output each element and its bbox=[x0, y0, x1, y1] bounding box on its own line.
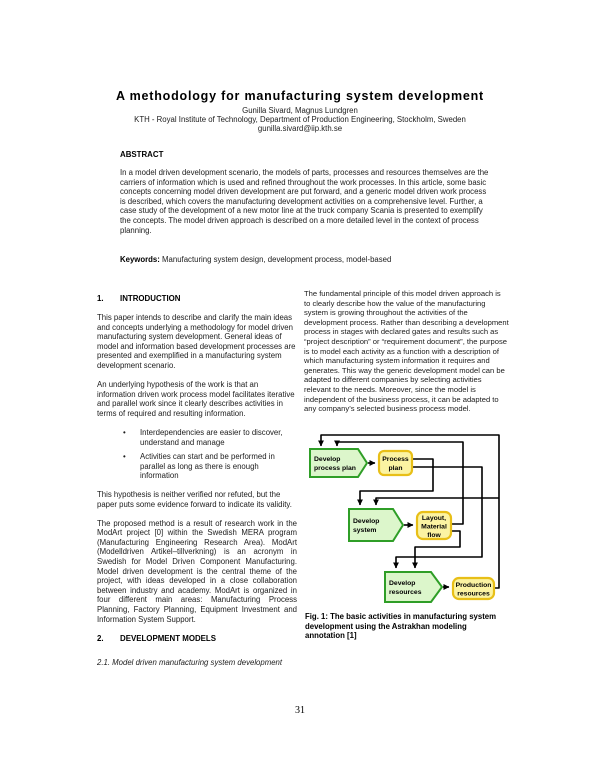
right-column: The fundamental principle of this model … bbox=[304, 289, 509, 423]
activity-label-line: Develop bbox=[353, 518, 379, 525]
subsection-heading: 2.1. Model driven manufacturing system d… bbox=[97, 657, 283, 667]
document-label-line: Process bbox=[382, 456, 409, 463]
section-heading-introduction: 1. INTRODUCTION bbox=[97, 294, 297, 303]
document-label-line: plan bbox=[389, 465, 403, 472]
abstract-block: ABSTRACT In a model driven development s… bbox=[120, 150, 489, 274]
affiliation-line: KTH - Royal Institute of Technology, Dep… bbox=[134, 115, 466, 125]
authors-line: Gunilla Sivard, Magnus Lundgren bbox=[242, 106, 358, 115]
activity-label-line: process plan bbox=[314, 465, 356, 472]
figure-caption: Fig. 1: The basic activities in manufact… bbox=[305, 612, 497, 641]
activity-box-develop-system bbox=[348, 508, 405, 542]
activity-box-develop-resources bbox=[384, 571, 444, 603]
document-label-line: Material bbox=[421, 524, 447, 531]
figure-diagram: Develop process plan Process plan Develo… bbox=[309, 434, 500, 603]
activity-label-line: resources bbox=[389, 589, 422, 596]
bullet-item-interdependencies: Interdependencies are easier to discover… bbox=[97, 428, 297, 447]
connector-process-plan-to-develop-resources bbox=[393, 466, 483, 569]
intro-paragraph-1: This paper intends to describe and clari… bbox=[97, 313, 296, 370]
paper-header: A methodology for manufacturing system d… bbox=[0, 89, 600, 134]
keywords-label: Keywords: bbox=[120, 255, 160, 265]
document-box-layout-material-flow bbox=[415, 510, 453, 541]
bullet-item-parallel-activities: Activities can start and be performed in… bbox=[97, 452, 297, 481]
abstract-body: In a model driven development scenario, … bbox=[120, 168, 489, 235]
document-label-line: resources bbox=[457, 591, 490, 598]
bullet-list: Interdependencies are easier to discover… bbox=[97, 428, 297, 481]
intro-paragraph-2: An underlying hypothesis of the work is … bbox=[97, 380, 295, 418]
page-number: 31 bbox=[295, 705, 305, 716]
section-title: INTRODUCTION bbox=[120, 294, 181, 303]
section-number: 1. bbox=[97, 294, 104, 303]
email-line: gunilla.sivard@iip.kth.se bbox=[257, 124, 343, 134]
connector-feedback-to-develop-system bbox=[373, 497, 499, 506]
connector-process-plan-to-develop-system bbox=[357, 458, 434, 506]
right-paragraph-1: The fundamental principle of this model … bbox=[304, 289, 509, 414]
document-box-process-plan bbox=[377, 449, 414, 477]
left-column: 1. INTRODUCTION This paper intends to des… bbox=[97, 294, 297, 667]
document-label-line: flow bbox=[427, 532, 441, 539]
document-label-line: Layout, bbox=[422, 515, 446, 522]
activity-label-line: system bbox=[353, 527, 376, 534]
section-title: DEVELOPMENT MODELS bbox=[120, 633, 217, 643]
keywords-line: Keywords: Manufacturing system design, d… bbox=[120, 255, 489, 265]
section-number: 2. bbox=[97, 633, 104, 643]
keywords-text: Manufacturing system design, development… bbox=[162, 255, 392, 265]
intro-paragraph-3: This hypothesis is neither verified nor … bbox=[97, 489, 292, 509]
document-box-production-resources bbox=[451, 576, 496, 601]
intro-paragraph-4: The proposed method is a result of resea… bbox=[97, 518, 297, 624]
connector-layout-to-develop-process-plan bbox=[334, 440, 464, 525]
section-heading-development-models: 2. DEVELOPMENT MODELS bbox=[97, 634, 297, 643]
activity-box-develop-process-plan bbox=[309, 448, 369, 478]
connector-production-resources-to-develop-process-plan bbox=[318, 434, 500, 589]
abstract-heading: ABSTRACT bbox=[120, 150, 164, 159]
connector-lines bbox=[318, 434, 500, 590]
connector-layout-to-develop-resources bbox=[412, 530, 461, 569]
activity-label-line: Develop bbox=[389, 580, 415, 587]
activity-label-line: Develop bbox=[314, 456, 340, 463]
paper-title: A methodology for manufacturing system d… bbox=[115, 89, 485, 103]
document-label-line: Production bbox=[456, 582, 492, 589]
